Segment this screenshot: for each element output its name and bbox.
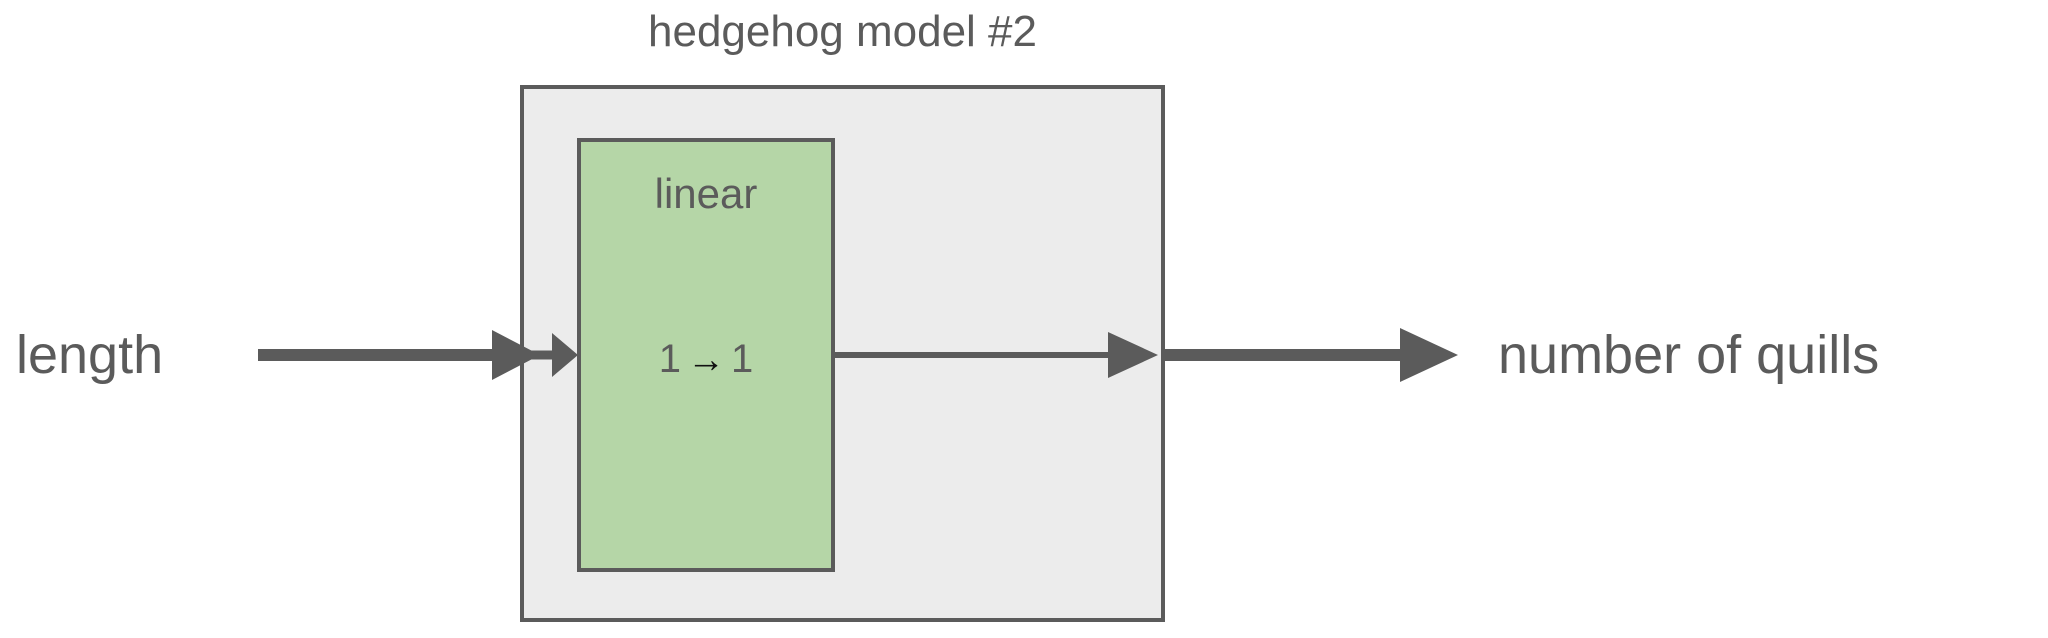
layer-shape-label: 1→1 [581, 334, 831, 385]
page-title: hedgehog model #2 [648, 7, 1037, 56]
input-arrow-outer [258, 330, 540, 380]
output-label: number of quills [1498, 325, 1880, 385]
shape-arrow-icon: → [687, 339, 725, 381]
layer-in-features: 1 [658, 337, 681, 381]
input-label: length [16, 325, 164, 385]
layer-out-features: 1 [731, 337, 754, 381]
layer-block-linear: linear 1→1 [577, 138, 835, 572]
output-arrow-outer [1165, 328, 1458, 382]
layer-name-label: linear [654, 170, 758, 217]
